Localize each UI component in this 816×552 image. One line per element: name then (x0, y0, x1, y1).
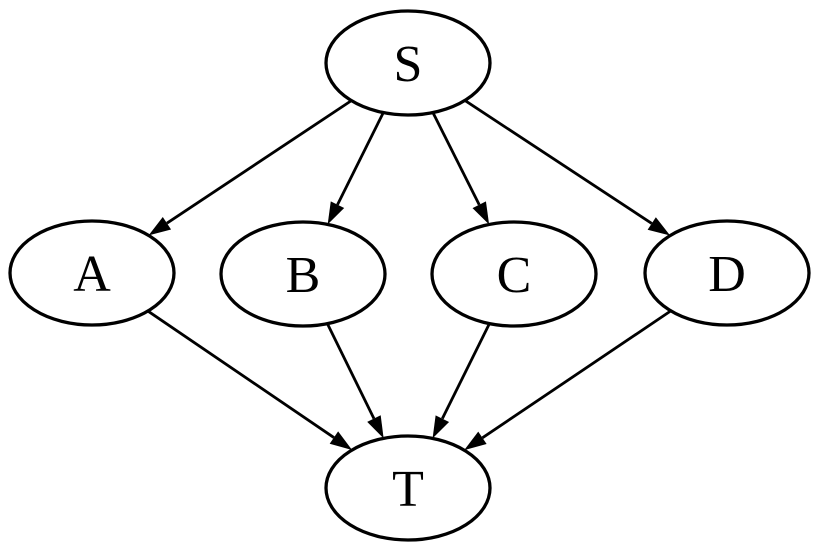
edge-S-A (166, 99, 353, 225)
node-label-D: D (708, 246, 746, 303)
arrowhead-S-D (647, 217, 671, 236)
node-ellipse-A (8, 219, 176, 327)
node-label-A: A (73, 246, 111, 303)
node-ellipse-B (219, 220, 387, 328)
arrowhead-D-T (464, 431, 487, 451)
node-label-S: S (394, 36, 423, 93)
node-ellipse-C (430, 220, 598, 328)
edge-B-T (326, 323, 376, 420)
arrowhead-S-B (327, 201, 345, 225)
arrowhead-A-T (329, 431, 353, 450)
node-label-B: B (286, 247, 321, 304)
node-label-T: T (392, 461, 424, 518)
node-ellipse-S (324, 9, 492, 117)
node-ellipse-D (643, 219, 811, 327)
arrowhead-S-A (148, 216, 172, 236)
arrowhead-S-C (472, 201, 490, 225)
edge-A-T (147, 309, 335, 439)
edge-C-T (441, 322, 491, 420)
edge-S-C (431, 111, 481, 206)
edge-D-T (481, 309, 672, 439)
arrowhead-C-T (432, 415, 450, 439)
edge-S-D (464, 99, 653, 225)
edge-S-B (336, 111, 385, 206)
node-label-C: C (497, 247, 532, 304)
node-ellipse-T (324, 434, 492, 542)
arrowhead-B-T (367, 415, 384, 439)
